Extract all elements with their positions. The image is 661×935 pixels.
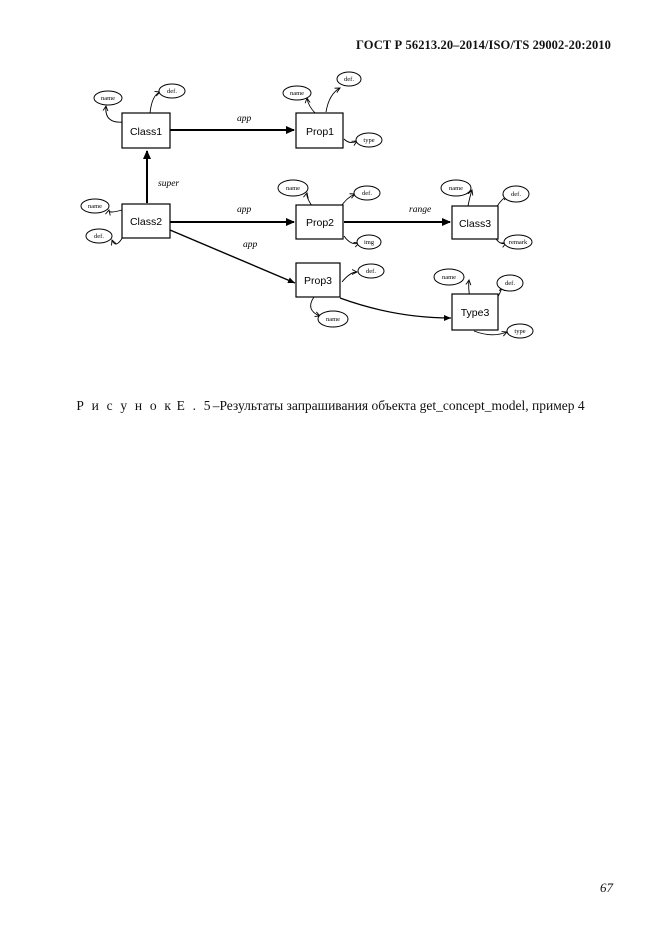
attr-type3-def	[496, 274, 524, 292]
edges	[143, 126, 452, 321]
attr-type3-type	[506, 323, 534, 339]
node-prop3	[295, 262, 341, 298]
node-label-class1: Class1	[130, 126, 162, 138]
attr-class1-name	[93, 90, 123, 106]
attr-prop1-def	[336, 71, 362, 87]
attr-label: name	[326, 316, 340, 323]
attr-label: type	[363, 137, 374, 144]
page-number: 67	[600, 880, 613, 895]
edge-label-app-3: app	[243, 240, 258, 250]
attr-label: name	[290, 90, 304, 97]
attr-class3-def	[502, 185, 530, 203]
caption-text: –Результаты запрашивания объекта get_con…	[212, 398, 585, 413]
node-prop2	[295, 204, 344, 240]
attr-label: def.	[511, 191, 521, 198]
attr-label: name	[88, 203, 102, 210]
attr-class3-name	[440, 179, 472, 197]
node-class1	[121, 112, 171, 149]
attr-prop2-img	[356, 234, 382, 250]
attr-label: def.	[344, 76, 354, 83]
attr-label: name	[101, 95, 115, 102]
caption-number: Е . 5	[176, 398, 213, 413]
attr-prop3-def	[357, 263, 385, 279]
edge-prop3-type3	[339, 297, 452, 321]
attr-label: type	[514, 328, 525, 335]
attr-label: img	[364, 239, 375, 246]
attr-class1-def	[158, 83, 186, 99]
node-label-type3: Type3	[461, 307, 490, 319]
attr-prop1-name	[282, 85, 312, 101]
attr-label: name	[286, 185, 300, 192]
attr-label: def.	[167, 88, 177, 95]
attr-label: def.	[366, 268, 376, 275]
node-label-class3: Class3	[459, 218, 491, 230]
attr-label: def.	[94, 233, 104, 240]
edge-label-app-1: app	[237, 114, 252, 124]
document-header: ГОСТ Р 56213.20–2014/ISO/TS 29002-20:201…	[356, 38, 611, 52]
attr-prop3-name	[317, 310, 349, 328]
attr-label: def.	[505, 280, 515, 287]
attr-label: name	[442, 274, 456, 281]
node-type3	[451, 293, 499, 331]
attr-label: def.	[362, 190, 372, 197]
edge-label-app-2: app	[237, 205, 252, 215]
edge-class2-prop3	[169, 229, 296, 284]
node-class2	[121, 203, 171, 239]
attr-label: remark	[509, 239, 528, 246]
attr-prop2-def	[353, 185, 381, 201]
caption-prefix: Р и с у н о к	[76, 398, 174, 413]
attr-class2-name	[80, 198, 110, 214]
edge-label-range: range	[409, 205, 431, 215]
node-label-prop3: Prop3	[304, 275, 332, 287]
attributes	[80, 71, 534, 339]
node-label-prop2: Prop2	[306, 217, 334, 229]
node-prop1	[295, 112, 344, 149]
attr-type3-name	[433, 268, 465, 286]
node-label-prop1: Prop1	[306, 126, 334, 138]
attr-label: name	[449, 185, 463, 192]
attr-class3-remark	[503, 234, 533, 250]
attr-prop1-type	[355, 132, 383, 148]
node-class3	[451, 205, 499, 240]
concept-model-diagram: app super app range app	[80, 71, 534, 339]
attr-class2-def	[85, 228, 113, 244]
node-label-class2: Class2	[130, 216, 162, 228]
figure-caption: Р и с у н о к Е . 5–Результаты запрашива…	[0, 398, 661, 414]
attr-prop2-name	[277, 179, 309, 197]
edge-label-super: super	[158, 179, 179, 189]
